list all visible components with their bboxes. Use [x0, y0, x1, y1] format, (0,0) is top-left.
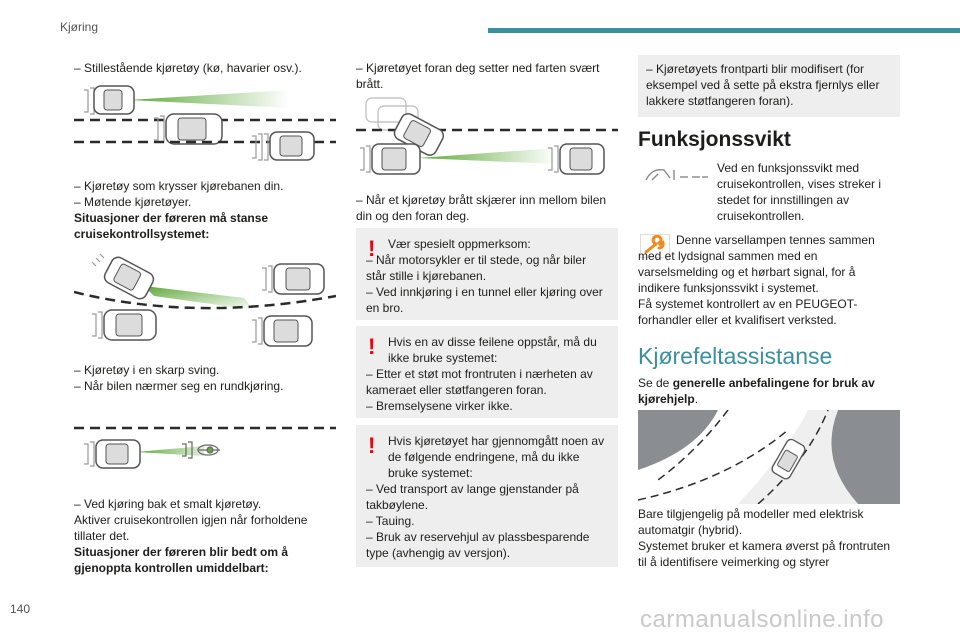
note-box-front-modification: – Kjøretøyets frontparti blir modifisert…	[638, 55, 900, 117]
col1-block-narrow: – Ved kjøring bak et smalt kjøretøy. Akt…	[74, 497, 308, 575]
warning-exclamation-icon: !	[368, 334, 376, 359]
warning-exclamation-icon: !	[368, 236, 376, 261]
col1-block-crossing: – Kjøretøy som krysser kjørebanen din. –…	[74, 179, 284, 241]
wrench-warning-text: Denne varsellampen tennes sammen med et …	[638, 233, 875, 327]
warning-box-attention: ! Vær spesielt oppmerksom: – Når motorsy…	[356, 228, 618, 320]
fault-icon-text: Ved en funksjonssvikt med cruisekontroll…	[717, 161, 882, 223]
col1-block-curve: – Kjøretøy i en skarp sving. – Når bilen…	[74, 363, 284, 393]
illustration-stationary-vehicles	[74, 82, 336, 164]
heading-fault: Funksjonssvikt	[638, 128, 791, 151]
illustration-cut-in	[356, 96, 618, 180]
illustration-lane-keeping	[638, 410, 900, 504]
watermark: carmanualsonline.info	[640, 606, 884, 633]
see-recommendations: Se de generelle anbefalingene for bruk a…	[638, 376, 875, 406]
section-title: Kjøring	[60, 20, 99, 34]
heading-lane-assist: Kjørefeltassistanse	[638, 343, 833, 369]
col2-line-cut-in: – Når et kjøretøy brått skjærer inn mell…	[356, 193, 607, 223]
warning-box-faults: ! Hvis en av disse feilene oppstår, må d…	[356, 326, 618, 418]
lane-assist-text: Bare tilgjengelig på modeller med elektr…	[638, 507, 891, 569]
warning-box-modifications: ! Hvis kjøretøyet har gjennomgått noen a…	[356, 425, 618, 567]
col1-line-stationary: – Stillestående kjøretøy (kø, havarier o…	[74, 61, 302, 75]
header-accent-bar	[488, 28, 960, 33]
col2-line-braking: – Kjøretøyet foran deg setter ned farten…	[356, 61, 600, 91]
page-number: 140	[10, 602, 31, 616]
cruise-fault-icon	[644, 166, 708, 191]
illustration-narrow-vehicle	[74, 422, 336, 478]
illustration-curve-roundabout	[74, 252, 336, 356]
warning-exclamation-icon: !	[368, 433, 376, 458]
wrench-warning-icon	[640, 234, 670, 258]
